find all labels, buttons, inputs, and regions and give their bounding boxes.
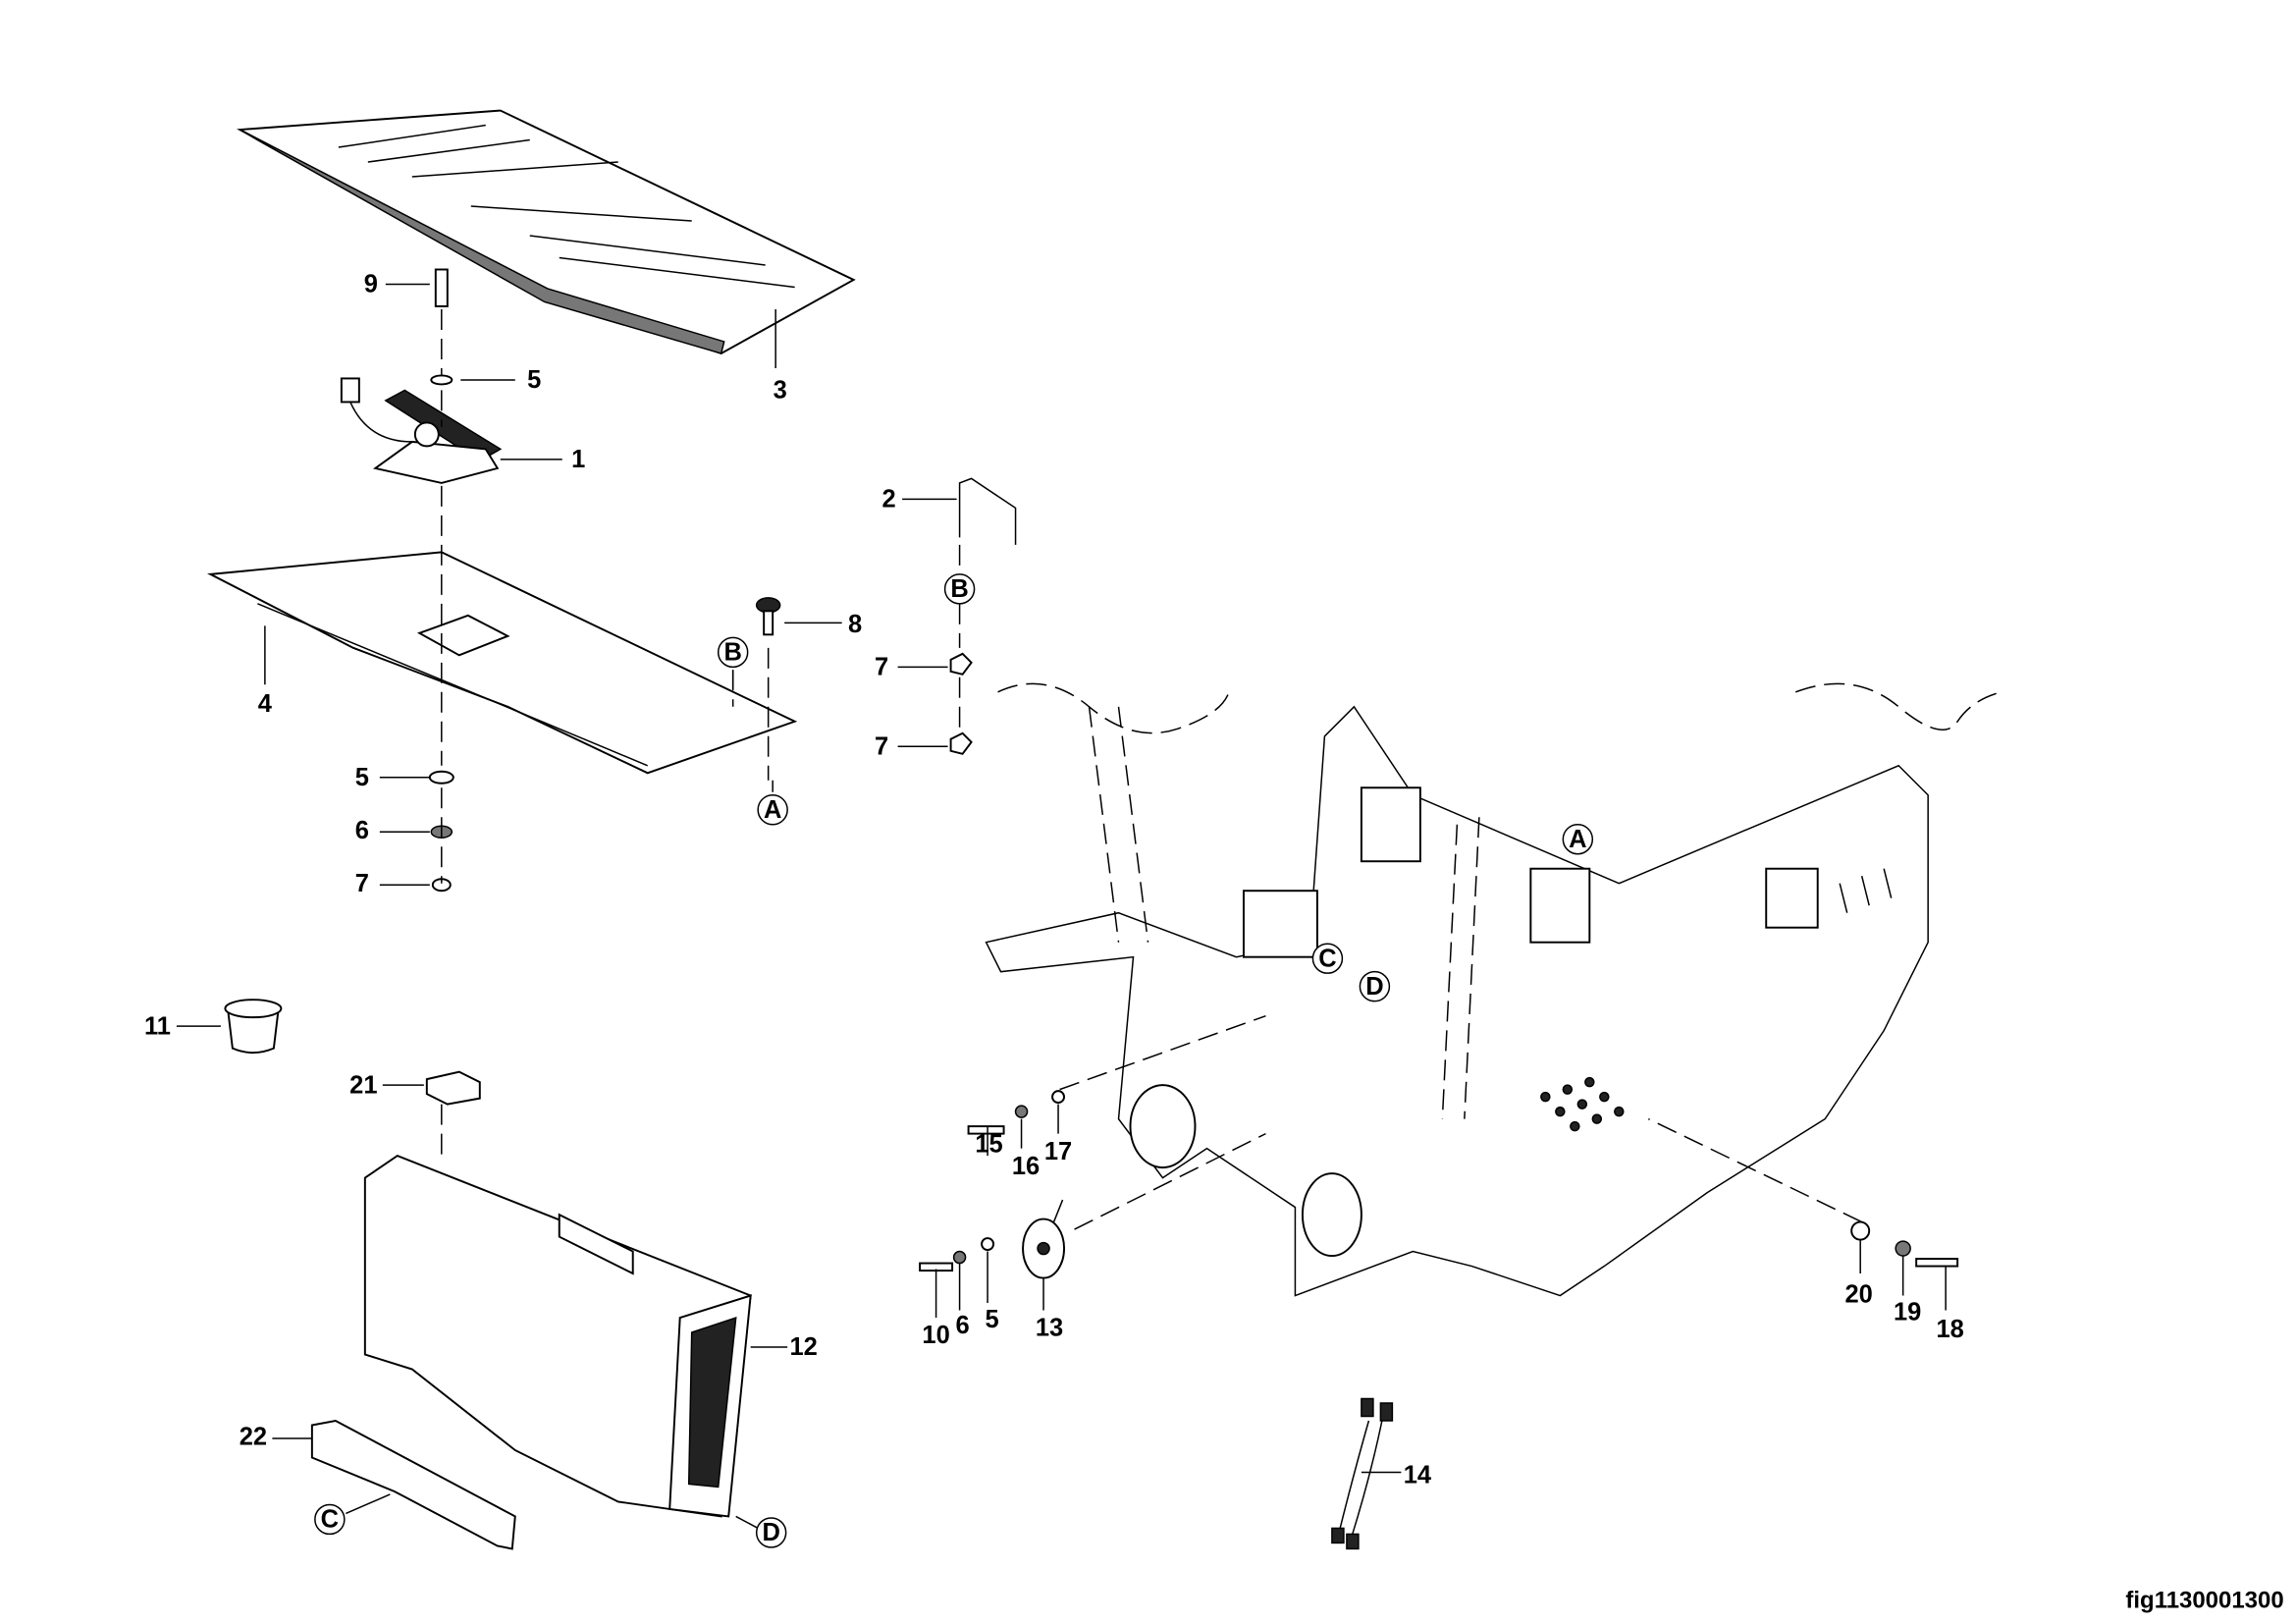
figure-id: fig1130001300 [2125, 1588, 2283, 1614]
reference-marker-d: D [1359, 970, 1391, 1002]
svg-text:B: B [950, 575, 968, 603]
callout-7: 7 [875, 733, 888, 761]
nut-part-7 [949, 731, 973, 755]
callout-7: 7 [355, 870, 369, 897]
bolt-part-15 [967, 1125, 1005, 1135]
svg-text:D: D [762, 1519, 779, 1546]
bolt-part-18 [1915, 1258, 1959, 1268]
callout-12: 12 [789, 1333, 817, 1361]
callout-20: 20 [1845, 1280, 1873, 1308]
nut-part-6 [952, 1250, 967, 1265]
wiring-harness-part-14 [1331, 1397, 1394, 1550]
callout-10: 10 [922, 1322, 949, 1349]
callout-5: 5 [355, 764, 369, 791]
horn-part-13 [1022, 1199, 1066, 1279]
washer-part-20 [1850, 1220, 1871, 1241]
callout-15: 15 [975, 1130, 1002, 1158]
callout-6: 6 [355, 817, 369, 844]
svg-text:A: A [1569, 826, 1586, 853]
svg-text:D: D [1365, 973, 1383, 1001]
nut-part-19 [1895, 1240, 1911, 1257]
callout-13: 13 [1036, 1315, 1063, 1342]
callout-8: 8 [848, 611, 862, 638]
washer-part-17 [1051, 1090, 1066, 1105]
callout-5: 5 [985, 1306, 998, 1333]
callout-11: 11 [144, 1012, 171, 1040]
reference-marker-d: D [755, 1517, 787, 1548]
callout-21: 21 [349, 1071, 377, 1099]
callout-22: 22 [240, 1424, 267, 1451]
svg-text:A: A [764, 796, 781, 824]
callout-6: 6 [955, 1312, 969, 1339]
bolt-part-8 [755, 597, 781, 636]
svg-text:C: C [1318, 945, 1336, 972]
side-panel-part-12 [363, 1155, 752, 1518]
reference-marker-a: A [1562, 823, 1594, 855]
callout-4: 4 [258, 690, 273, 718]
reference-marker-c: C [1311, 943, 1344, 974]
svg-text:B: B [723, 639, 741, 667]
floor-plate-part-4 [207, 551, 798, 775]
main-frame [985, 682, 2002, 1297]
callout-7: 7 [875, 654, 888, 681]
accelerator-pedal-part-1 [340, 377, 503, 484]
reference-marker-a: A [757, 794, 788, 826]
u-bolt-part-2 [958, 477, 1017, 545]
reference-marker-c: C [314, 1503, 346, 1536]
callout-5: 5 [527, 366, 541, 394]
callout-18: 18 [1936, 1316, 1963, 1343]
callout-3: 3 [774, 377, 787, 405]
washer-part-5 [981, 1237, 995, 1252]
callout-9: 9 [364, 271, 378, 298]
callout-17: 17 [1044, 1138, 1072, 1165]
callout-2: 2 [882, 486, 896, 514]
pad-part-21 [425, 1070, 481, 1106]
bracket-part-22 [310, 1419, 516, 1550]
callout-19: 19 [1894, 1298, 1921, 1326]
callout-14: 14 [1404, 1462, 1432, 1489]
reference-marker-b: B [943, 573, 976, 605]
callout-16: 16 [1012, 1153, 1040, 1180]
reference-marker-b: B [717, 636, 749, 669]
callout-1: 1 [571, 446, 585, 473]
washer-part-5 [430, 374, 454, 386]
svg-text:C: C [321, 1506, 339, 1534]
lock-washer-part-16 [1014, 1105, 1029, 1118]
floor-mat-part-3 [237, 109, 856, 355]
nut-part-7 [949, 652, 973, 676]
washer-part-5 [428, 770, 454, 785]
cup-holder-part-11 [224, 999, 283, 1055]
bolt-part-9 [434, 268, 449, 307]
